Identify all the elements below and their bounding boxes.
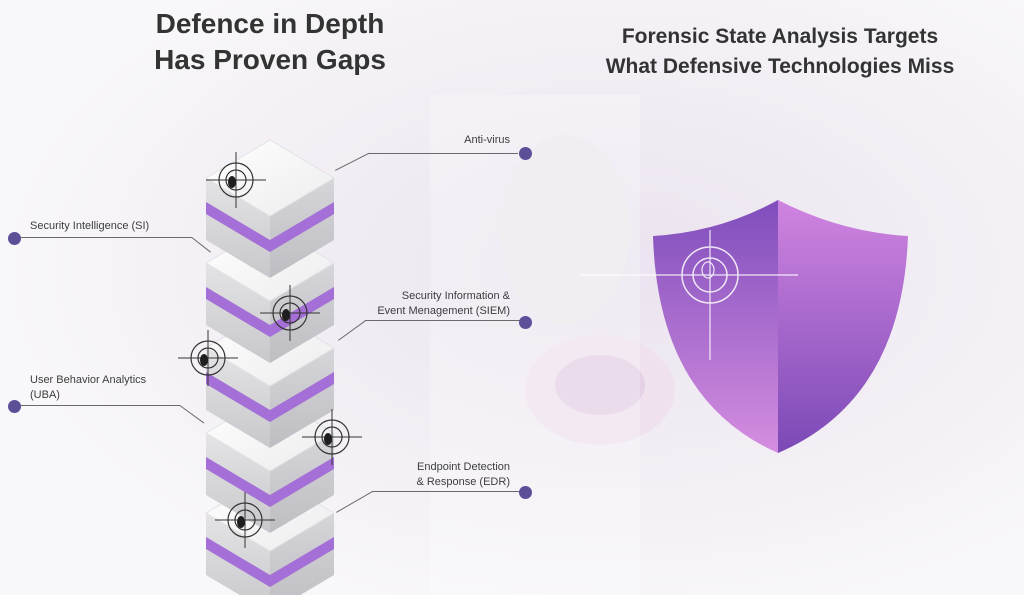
crosshair-bug-icon <box>215 492 275 548</box>
crosshair-bug-icon <box>260 285 320 341</box>
shield-right-half <box>778 200 908 453</box>
siem-connector <box>365 320 520 321</box>
shield-left-half <box>653 200 778 453</box>
crosshair-bug-icon <box>178 330 238 386</box>
antivirus-connector <box>368 153 518 154</box>
siem-label: Security Information &Event Menagement (… <box>377 290 510 317</box>
background-egg-shape <box>500 135 630 325</box>
si-label: Security Intelligence (SI) <box>30 220 150 232</box>
crosshair-bug-icon <box>206 152 266 208</box>
siem-dot <box>519 316 532 329</box>
antivirus-dot <box>519 147 532 160</box>
left-title: Defence in Depth Has Proven Gaps <box>120 6 420 78</box>
right-title: Forensic State Analysis Targets What Def… <box>560 22 1000 82</box>
uba-dot <box>8 400 21 413</box>
shield-target-icon <box>580 230 798 360</box>
crosshair-bug-icon <box>302 409 362 465</box>
uba-label: User Behavior Analytics(UBA) <box>30 374 147 401</box>
left-title-line-1: Defence in Depth <box>155 8 385 39</box>
si-dot <box>8 232 21 245</box>
left-title-line-2: Has Proven Gaps <box>154 44 386 75</box>
uba-connector <box>20 405 180 406</box>
edr-dot <box>519 486 532 499</box>
right-title-line-1: Forensic State Analysis Targets <box>621 25 939 48</box>
antivirus-label: Anti-virus <box>464 134 510 146</box>
si-connector <box>20 237 192 238</box>
right-title-line-2: What Defensive Technologies Miss <box>605 55 955 78</box>
edr-connector <box>372 491 520 492</box>
edr-label: Endpoint Detection& Response (EDR) <box>416 461 510 488</box>
